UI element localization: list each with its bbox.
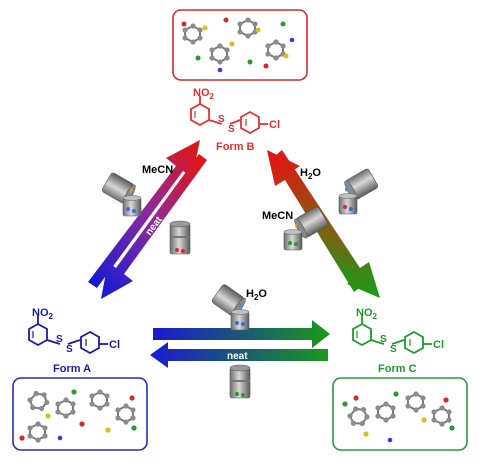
form-c-label: Form C	[378, 363, 417, 375]
grinding-jar-icon	[229, 364, 251, 399]
benzene-ring-icon	[240, 110, 260, 135]
form-a-chlorine: Cl	[109, 339, 120, 351]
form-a-nitro-label: NO2	[32, 307, 54, 321]
condition-c-to-b-label: H2O	[300, 167, 321, 181]
form-a-sulfur-2: S	[66, 344, 73, 355]
benzene-ring-icon	[80, 330, 100, 355]
form-b-chlorine: Cl	[269, 119, 280, 131]
form-a-label: Form A	[53, 363, 91, 375]
grinding-jar-icon	[338, 167, 380, 215]
grinding-jar-icon	[210, 283, 250, 331]
benzene-ring-icon	[404, 330, 424, 355]
form-c-sulfur-2: S	[390, 344, 397, 355]
form-c-molecule	[352, 316, 432, 355]
crystal-packing-icon	[181, 16, 295, 73]
form-b-nitro-label: NO2	[193, 87, 215, 101]
form-c-crystal-box	[332, 377, 468, 451]
form-b-molecule	[190, 96, 268, 135]
form-a-sulfur-1: S	[56, 334, 63, 345]
benzene-ring-icon	[352, 322, 372, 347]
arrow-a-to-b	[88, 140, 200, 288]
grinding-jar-icon	[169, 220, 191, 255]
form-a-crystal-box	[12, 377, 148, 451]
grinding-jar-icon	[283, 205, 330, 251]
form-c-nitro-label: NO2	[356, 307, 378, 321]
form-b-sulfur-1: S	[218, 114, 225, 125]
form-a-molecule	[28, 316, 108, 355]
arrow-a-to-c	[153, 320, 330, 348]
condition-c-to-a-label: neat	[227, 351, 248, 362]
form-b-label: Form B	[216, 141, 255, 153]
condition-b-to-c-label: MeCN	[262, 210, 293, 222]
arrow-b-to-a	[101, 154, 207, 299]
grinding-jar-icon	[100, 171, 142, 217]
benzene-ring-icon	[28, 322, 48, 347]
form-b-crystal-box	[172, 9, 308, 81]
form-c-chlorine: Cl	[433, 339, 444, 351]
crystal-packing-icon	[342, 390, 455, 443]
form-c-sulfur-1: S	[380, 334, 387, 345]
crystal-packing-icon	[19, 386, 137, 444]
condition-a-to-b-label: MeCN	[142, 164, 173, 176]
form-b-sulfur-2: S	[228, 124, 235, 135]
arrow-c-to-a	[150, 342, 328, 368]
condition-a-to-c-label: H2O	[246, 288, 267, 302]
benzene-ring-icon	[190, 102, 210, 127]
